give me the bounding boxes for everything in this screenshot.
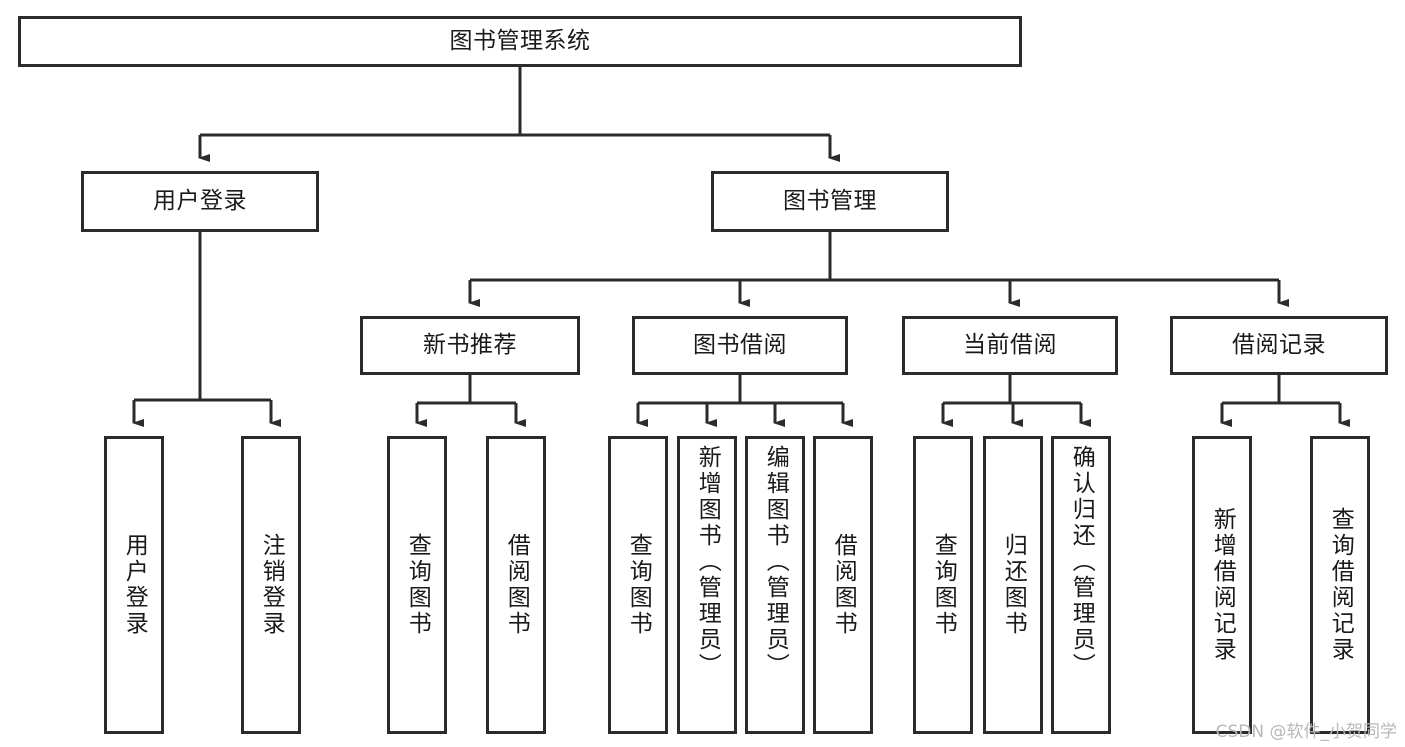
node-user-login[interactable]: 用户登录 [81,171,319,232]
leaf-query-book-recommend[interactable]: 查询图书 [387,436,447,734]
node-book-borrow[interactable]: 图书借阅 [632,316,848,375]
node-new-book-recommend[interactable]: 新书推荐 [360,316,580,375]
node-book-management-label: 图书管理 [783,187,877,214]
leaf-confirm-return-admin[interactable]: 确认归还（管理员） [1051,436,1111,734]
node-borrow-record-label: 借阅记录 [1232,331,1326,358]
node-current-borrow-label: 当前借阅 [963,331,1057,358]
node-borrow-record[interactable]: 借阅记录 [1170,316,1388,375]
node-current-borrow[interactable]: 当前借阅 [902,316,1118,375]
leaf-add-borrow-record-label: 新增借阅记录 [1209,507,1236,663]
leaf-user-login-label: 用户登录 [121,533,148,637]
leaf-query-book-current-label: 查询图书 [930,533,957,637]
leaf-borrow-book-recommend[interactable]: 借阅图书 [486,436,546,734]
node-book-management[interactable]: 图书管理 [711,171,949,232]
leaf-add-book-admin-label: 新增图书（管理员） [694,445,721,679]
leaf-query-borrow-record[interactable]: 查询借阅记录 [1310,436,1370,734]
leaf-add-book-admin[interactable]: 新增图书（管理员） [677,436,737,734]
leaf-query-borrow-record-label: 查询借阅记录 [1327,507,1354,663]
leaf-edit-book-admin[interactable]: 编辑图书（管理员） [745,436,805,734]
leaf-confirm-return-admin-label: 确认归还（管理员） [1068,445,1095,679]
leaf-logout[interactable]: 注销登录 [241,436,301,734]
leaf-query-book-borrow[interactable]: 查询图书 [608,436,668,734]
leaf-borrow-book-label: 借阅图书 [830,533,857,637]
leaf-logout-label: 注销登录 [258,533,285,637]
leaf-user-login[interactable]: 用户登录 [104,436,164,734]
leaf-query-book-recommend-label: 查询图书 [404,533,431,637]
leaf-borrow-book[interactable]: 借阅图书 [813,436,873,734]
node-new-book-recommend-label: 新书推荐 [423,331,517,358]
node-root-label: 图书管理系统 [449,27,591,54]
leaf-add-borrow-record[interactable]: 新增借阅记录 [1192,436,1252,734]
leaf-query-book-borrow-label: 查询图书 [625,533,652,637]
node-user-login-label: 用户登录 [153,187,247,214]
node-book-borrow-label: 图书借阅 [693,331,787,358]
leaf-query-book-current[interactable]: 查询图书 [913,436,973,734]
leaf-borrow-book-recommend-label: 借阅图书 [503,533,530,637]
watermark-text: CSDN @软件_小贺同学 [1215,722,1397,742]
leaf-return-book-label: 归还图书 [1000,533,1027,637]
node-root[interactable]: 图书管理系统 [18,16,1022,67]
leaf-return-book[interactable]: 归还图书 [983,436,1043,734]
leaf-edit-book-admin-label: 编辑图书（管理员） [762,445,789,679]
